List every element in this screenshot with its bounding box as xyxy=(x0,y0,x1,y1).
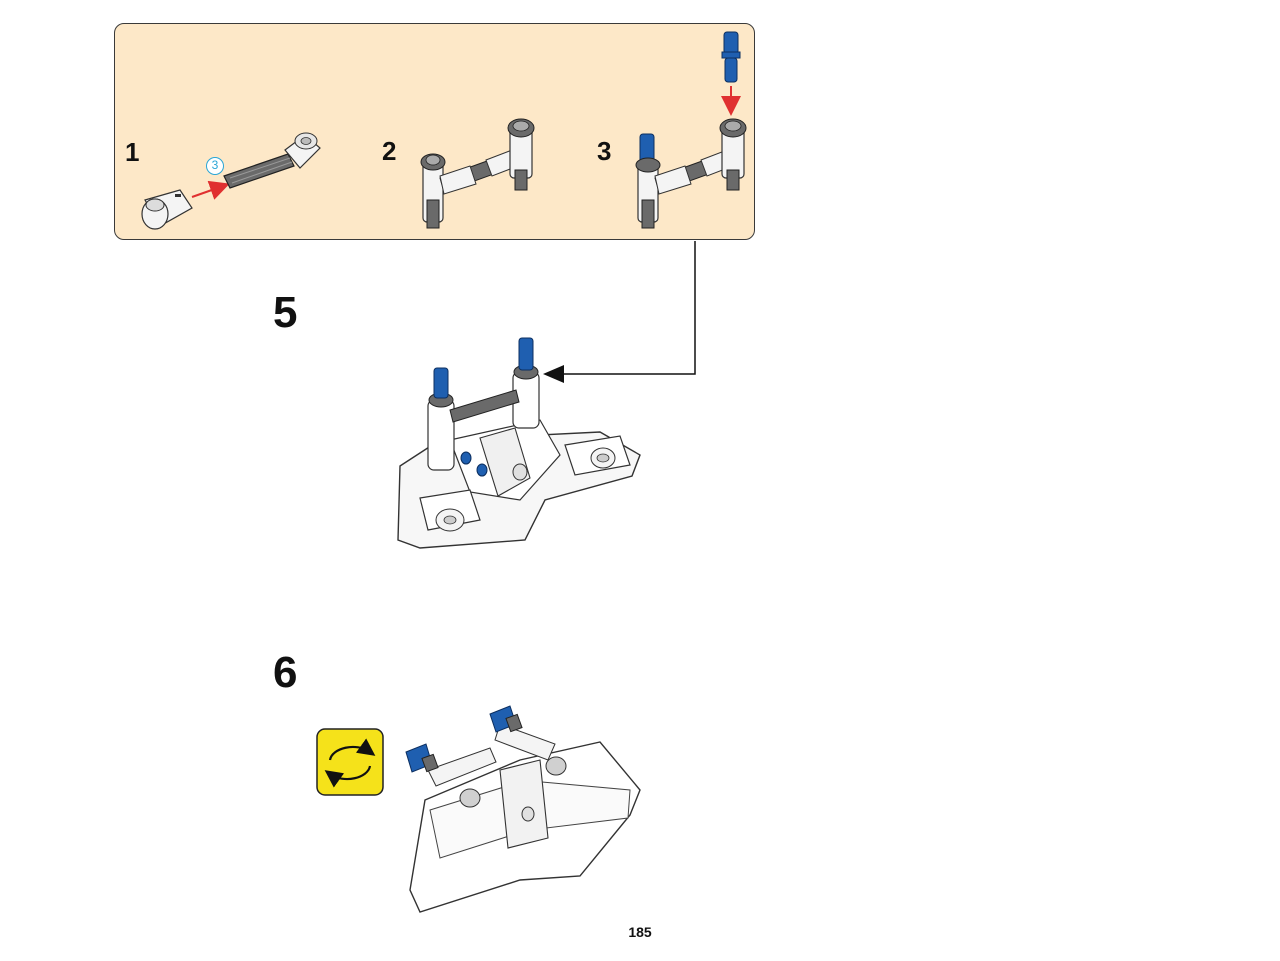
step-6-model xyxy=(405,705,641,913)
beam-part xyxy=(141,189,193,230)
sub-step-2-assembly xyxy=(420,118,535,229)
sub-step-1-parts xyxy=(141,132,321,230)
blue-pin-part xyxy=(721,31,741,83)
sub-step-number-2: 2 xyxy=(382,136,397,166)
sub-step-number-1: 1 xyxy=(125,137,140,167)
step-number-5: 5 xyxy=(273,288,298,337)
step-5-model xyxy=(397,337,641,549)
sub-step-number-3: 3 xyxy=(597,136,612,166)
sub-step-3-assembly xyxy=(635,31,747,229)
quantity-badge: 3 xyxy=(206,157,224,175)
callout-connector-arrow xyxy=(543,241,696,383)
axle-part xyxy=(223,132,321,189)
assembly-arrow-icon xyxy=(191,180,230,200)
page-number: 185 xyxy=(628,924,652,940)
rotate-model-icon xyxy=(316,728,384,796)
step-number-6: 6 xyxy=(273,648,298,697)
